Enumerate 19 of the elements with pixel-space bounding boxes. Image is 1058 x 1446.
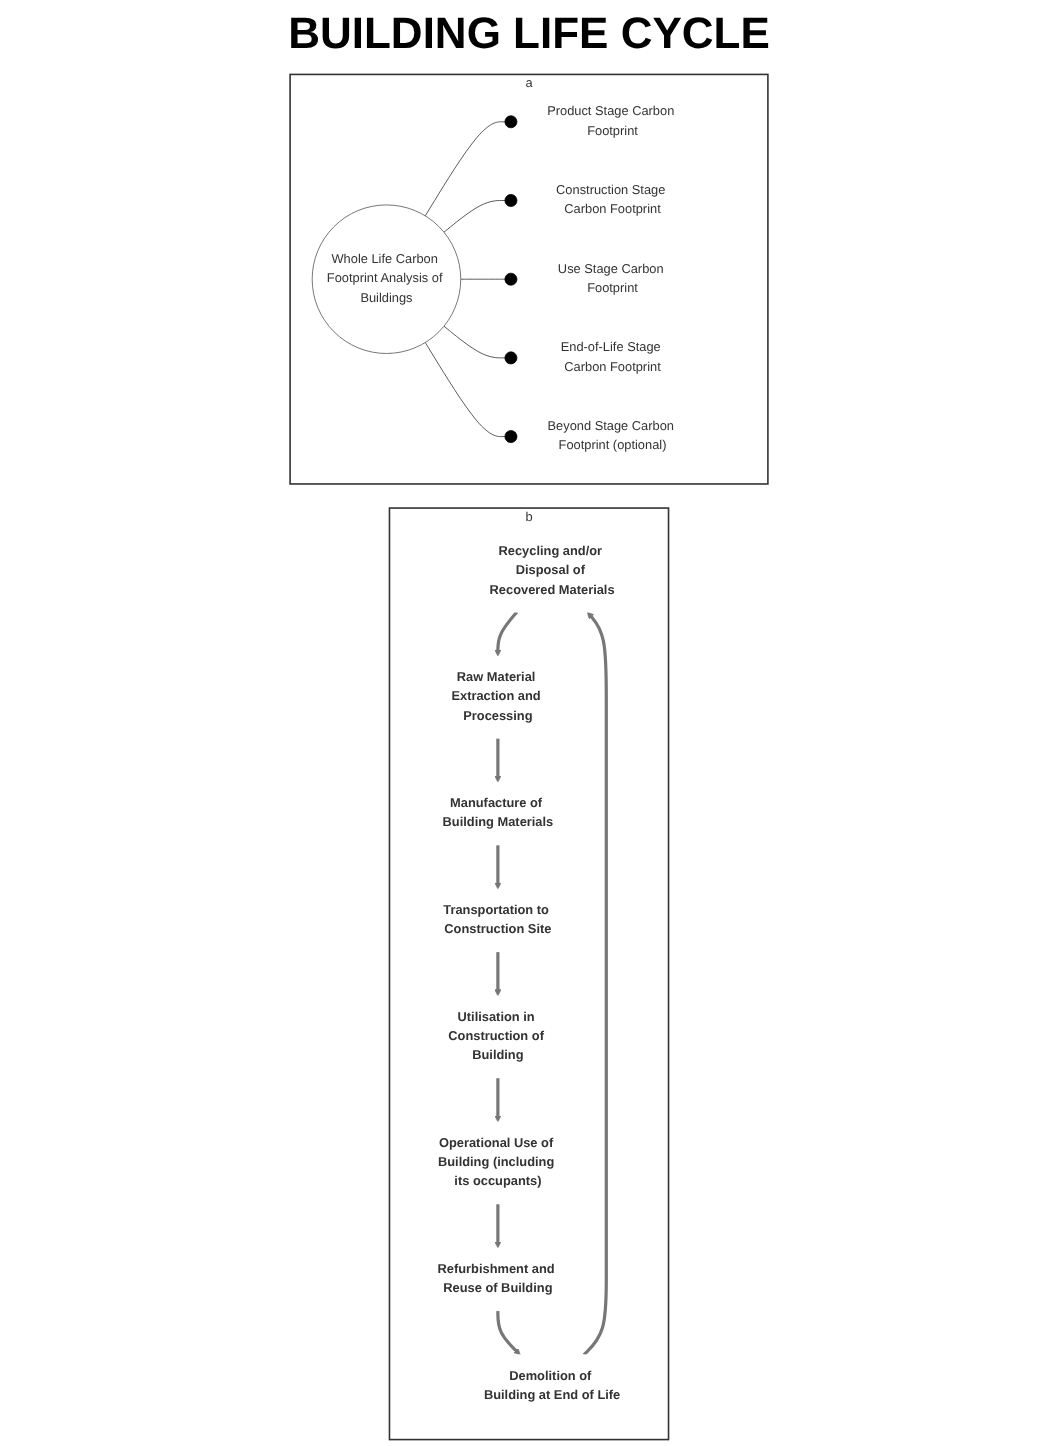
arrow: [494, 1077, 502, 1123]
connector: [424, 121, 506, 217]
arrow: [494, 611, 519, 657]
node-circle: [504, 430, 518, 443]
connector: [424, 342, 506, 437]
node-circle: [504, 115, 518, 129]
arrow: [494, 844, 502, 890]
arrow: [494, 1203, 502, 1249]
connector: [460, 278, 506, 280]
node-circle: [504, 194, 518, 207]
node-circle: [504, 351, 518, 365]
connector: [443, 200, 506, 233]
connector: [443, 325, 506, 359]
node-circle: [504, 272, 518, 286]
arrow: [496, 1310, 521, 1356]
arrow: [494, 951, 502, 997]
arrow: [494, 738, 502, 783]
diagram-heading: BUILDING LIFE CYCLE: [288, 8, 770, 60]
arrow: [582, 611, 608, 1356]
